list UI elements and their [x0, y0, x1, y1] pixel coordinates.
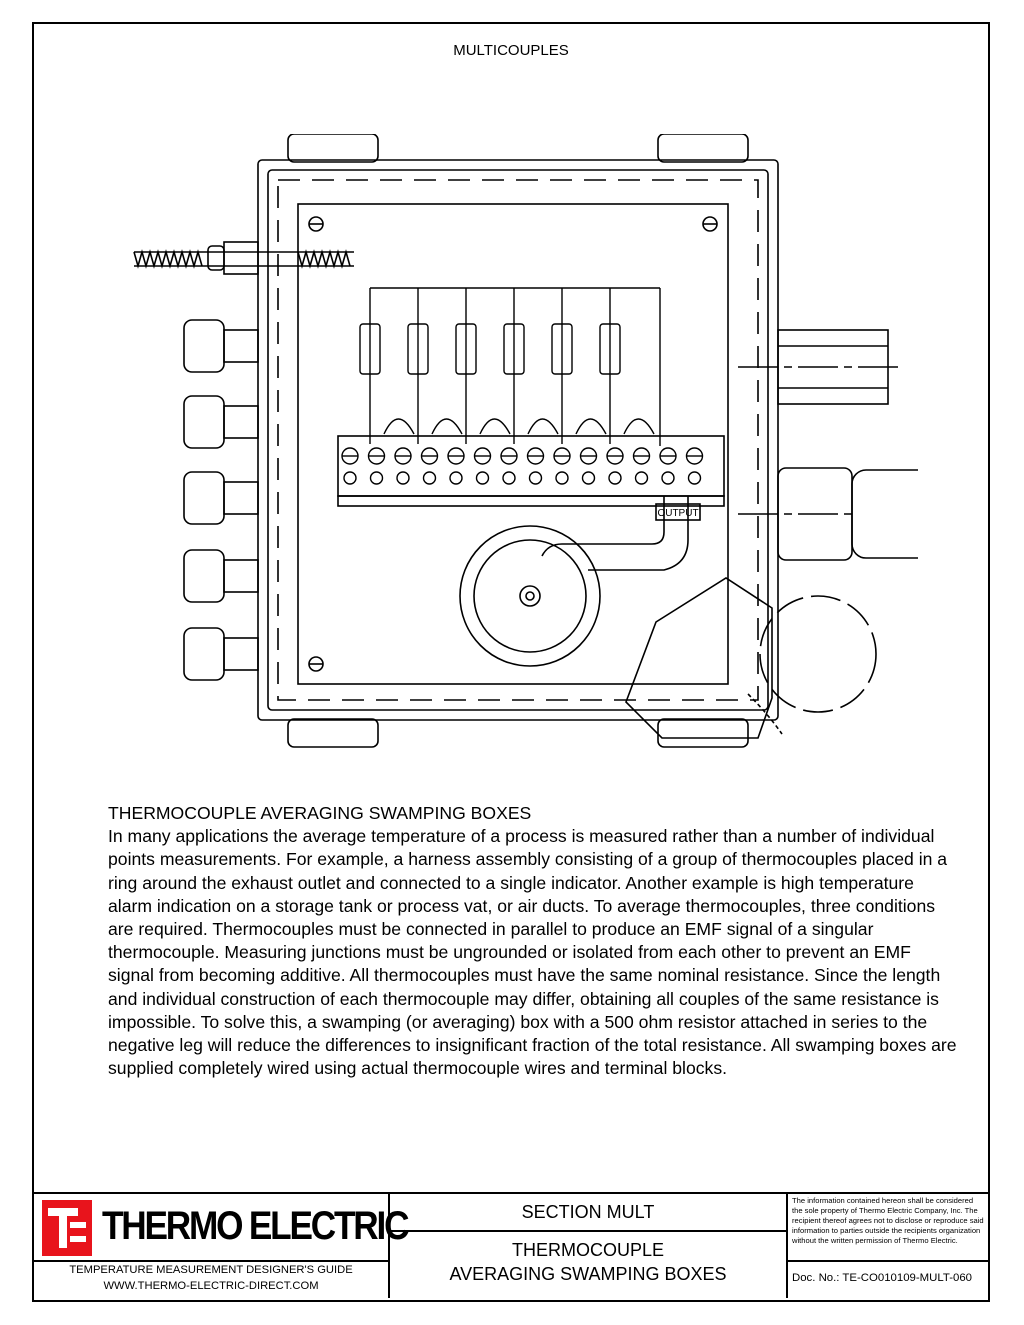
terminal-screw-icon: [581, 471, 596, 485]
disclaimer-cell: The information contained hereon shall b…: [788, 1194, 988, 1298]
terminal-screw-icon: [396, 471, 410, 485]
gland-left-1: [183, 319, 259, 373]
jumper-wire: [431, 418, 463, 435]
enclosure-lid-dash: [277, 179, 759, 701]
title-block: THERMO ELECTRIC TEMPERATURE MEASUREMENT …: [34, 1192, 988, 1300]
terminal-screw-icon: [687, 471, 702, 485]
section-label: SECTION MULT: [521, 1202, 655, 1222]
terminal-screw-icon: [661, 471, 675, 485]
mount-tab-bottom-left: [287, 718, 379, 748]
terminal-screw-icon: [343, 471, 357, 485]
terminal-screw-icon: [422, 471, 437, 485]
transmitter-head: [459, 525, 601, 667]
resistor-icon: [455, 323, 477, 375]
resistor-icon: [503, 323, 525, 375]
gland-right-connector: [738, 467, 918, 561]
chain-icon: [747, 693, 783, 735]
output-label: OUTPUT: [657, 508, 698, 519]
jumper-wire: [623, 418, 655, 435]
output-label-box: [655, 503, 701, 521]
company-name: THERMO ELECTRIC: [102, 1204, 410, 1248]
backplate: [297, 203, 729, 685]
hinged-cover: [625, 577, 773, 739]
disclaimer-text: The information contained hereon shall b…: [792, 1196, 984, 1245]
gland-right-top: [738, 329, 898, 405]
resistor-icon: [407, 323, 429, 375]
terminal-screw-icon: [369, 471, 384, 485]
resistor-icon: [359, 323, 381, 375]
jumper-wire: [575, 418, 607, 435]
article: THERMOCOUPLE AVERAGING SWAMPING BOXES In…: [108, 802, 958, 1080]
output-wire-2: [588, 496, 689, 571]
terminal-screw-icon: [475, 471, 490, 485]
terminal-screw-icon: [502, 471, 516, 485]
terminal-block-strip: [337, 435, 725, 497]
page-header: MULTICOUPLES: [453, 42, 569, 59]
gland-left-4: [183, 549, 259, 603]
gland-left-3: [183, 471, 259, 525]
article-title: THERMOCOUPLE AVERAGING SWAMPING BOXES: [108, 803, 532, 823]
gland-left-top: [223, 241, 259, 275]
document-number: Doc. No.: TE-CO010109-MULT-060: [792, 1272, 973, 1284]
document-title-line2: AVERAGING SWAMPING BOXES: [449, 1264, 727, 1284]
enclosure-outer: [257, 159, 779, 721]
document-title: THERMOCOUPLE AVERAGING SWAMPING BOXES: [390, 1238, 786, 1286]
enclosure-inner: [267, 169, 769, 711]
mount-tab-bottom-right: [657, 718, 749, 748]
gland-left-2: [183, 395, 259, 449]
jumper-wire: [479, 418, 511, 435]
terminal-screw-icon: [528, 471, 543, 485]
gland-left-5: [183, 627, 259, 681]
resistor-icon: [551, 323, 573, 375]
transmitter-center: [519, 585, 541, 607]
jumper-wire: [383, 418, 415, 435]
terminal-screw-icon: [449, 471, 463, 485]
document-title-line1: THERMOCOUPLE: [511, 1240, 664, 1260]
logo-cell: THERMO ELECTRIC TEMPERATURE MEASUREMENT …: [34, 1194, 410, 1298]
website-link[interactable]: WWW.THERMO-ELECTRIC-DIRECT.COM: [103, 1280, 319, 1292]
output-wire-1: [541, 496, 665, 557]
article-paragraph: In many applications the average tempera…: [108, 826, 957, 1079]
terminal-screw-icon: [555, 471, 569, 485]
cap-icon: [759, 595, 877, 713]
section-cell: SECTION MULT THERMOCOUPLE AVERAGING SWAM…: [390, 1194, 788, 1298]
terminal-screw-icon: [608, 471, 622, 485]
thermo-electric-logo-icon: [42, 1200, 92, 1256]
mount-tab-top-right: [657, 134, 749, 163]
resistor-icon: [599, 323, 621, 375]
mount-tab-top-left: [287, 134, 379, 163]
tagline: TEMPERATURE MEASUREMENT DESIGNER'S GUIDE: [69, 1264, 353, 1276]
jumper-wire: [527, 418, 559, 435]
document-sheet: MULTICOUPLES: [32, 22, 990, 1302]
swamping-box-drawing: OUTPUT: [133, 134, 918, 748]
terminal-screw-icon: [634, 471, 649, 485]
